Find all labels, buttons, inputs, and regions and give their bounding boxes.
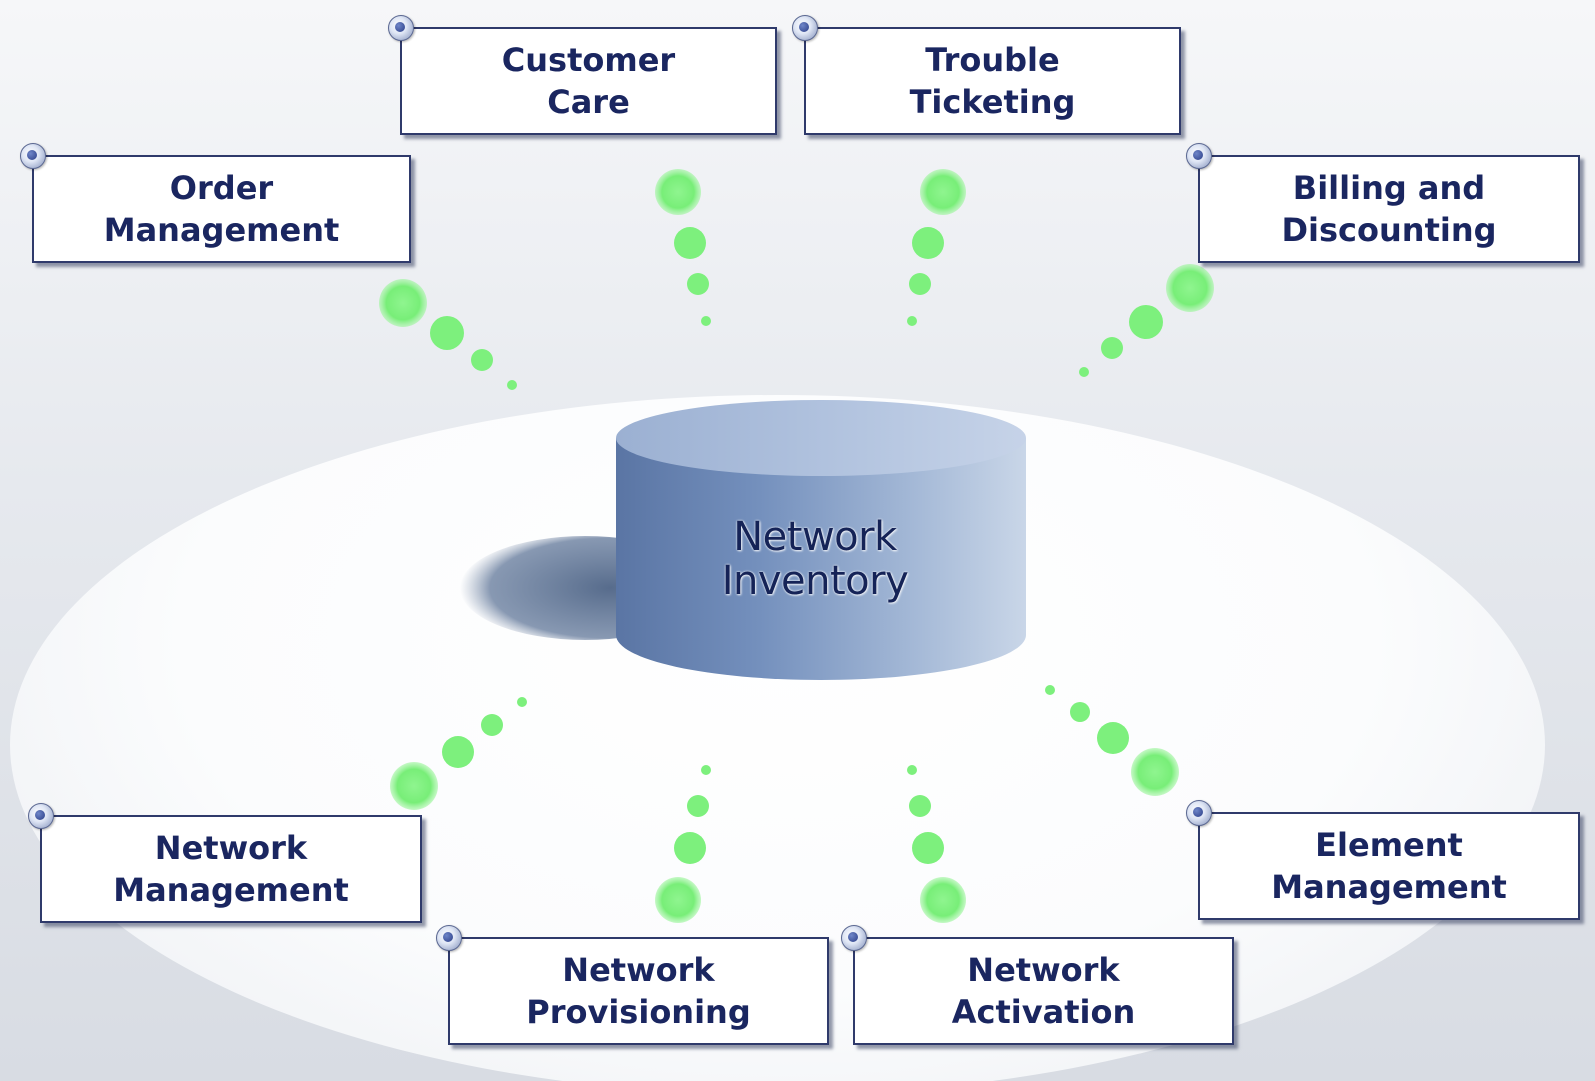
network-activation-connector-dot [912, 832, 944, 864]
customer-care-box[interactable]: Customer Care [388, 15, 777, 135]
billing-discounting-connector-dot [1129, 305, 1163, 339]
network-activation-connector-dot [907, 765, 917, 775]
network-inventory-line2: Inventory [721, 558, 909, 604]
network-management-label: Network Management [113, 829, 349, 909]
element-management-label: Element Management [1271, 826, 1507, 906]
customer-care-label: Customer Care [501, 41, 676, 121]
network-provisioning-connector-dot [687, 795, 709, 817]
globe-orb-icon [20, 143, 46, 169]
element-management-box[interactable]: Element Management [1186, 800, 1580, 920]
billing-discounting-connector-dot [1079, 367, 1089, 377]
globe-orb-icon [388, 15, 414, 41]
network-management-connector-dot [481, 714, 503, 736]
element-management-connector-dot [1070, 702, 1090, 722]
billing-discounting-label: Billing and Discounting [1281, 169, 1497, 249]
customer-care-connector-dot [655, 169, 701, 215]
element-management-connector-dot [1097, 722, 1129, 754]
customer-care-connector-dot [687, 273, 709, 295]
globe-orb-icon [1186, 800, 1212, 826]
billing-discounting-connector-dot [1166, 264, 1214, 312]
trouble-ticketing-label: Trouble Ticketing [909, 41, 1076, 121]
network-provisioning-box[interactable]: Network Provisioning [436, 925, 829, 1045]
network-inventory-line1: Network [733, 514, 897, 560]
globe-orb-icon [436, 925, 462, 951]
order-management-connector-dot [430, 316, 464, 350]
network-management-connector-dot [390, 762, 438, 810]
database-top [616, 400, 1026, 476]
globe-orb-icon [28, 803, 54, 829]
trouble-ticketing-connector-dot [920, 169, 966, 215]
order-management-box[interactable]: Order Management [20, 143, 411, 263]
network-provisioning-connector-dot [655, 877, 701, 923]
trouble-ticketing-box[interactable]: Trouble Ticketing [792, 15, 1181, 135]
network-management-connector-dot [517, 697, 527, 707]
order-management-label: Order Management [103, 169, 340, 249]
billing-discounting-connector-dot [1101, 337, 1123, 359]
network-activation-connector-dot [920, 877, 966, 923]
network-provisioning-label: Network Provisioning [526, 951, 751, 1031]
trouble-ticketing-connector-dot [912, 227, 944, 259]
globe-orb-icon [1186, 143, 1212, 169]
network-provisioning-connector-dot [701, 765, 711, 775]
network-inventory-label: Network Inventory [715, 515, 915, 603]
element-management-connector-dot [1131, 748, 1179, 796]
network-activation-box[interactable]: Network Activation [841, 925, 1234, 1045]
database-body [616, 438, 1026, 680]
trouble-ticketing-connector-dot [909, 273, 931, 295]
billing-discounting-box[interactable]: Billing and Discounting [1186, 143, 1580, 263]
customer-care-connector-dot [701, 316, 711, 326]
network-activation-connector-dot [909, 795, 931, 817]
globe-orb-icon [841, 925, 867, 951]
element-management-connector-dot [1045, 685, 1055, 695]
customer-care-connector-dot [674, 227, 706, 259]
globe-orb-icon [792, 15, 818, 41]
network-management-box[interactable]: Network Management [28, 803, 422, 923]
network-provisioning-connector-dot [674, 832, 706, 864]
network-management-connector-dot [442, 736, 474, 768]
network-activation-label: Network Activation [951, 951, 1136, 1031]
order-management-connector-dot [507, 380, 517, 390]
order-management-connector-dot [379, 279, 427, 327]
trouble-ticketing-connector-dot [907, 316, 917, 326]
order-management-connector-dot [471, 349, 493, 371]
